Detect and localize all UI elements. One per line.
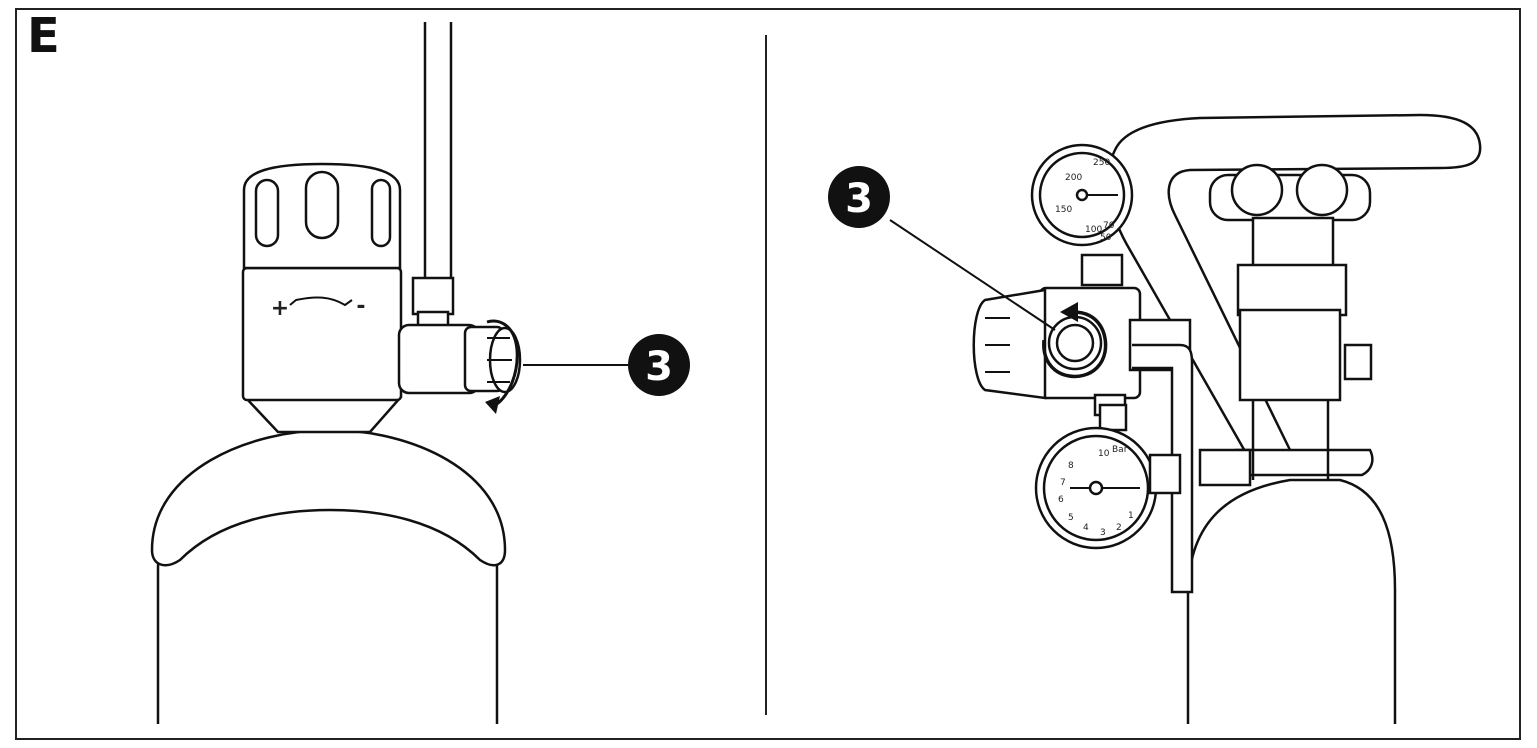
callout-number-right: 3 xyxy=(845,176,873,222)
left-view xyxy=(150,22,628,724)
adjust-minus-label: - xyxy=(356,294,365,319)
svg-text:100: 100 xyxy=(1085,225,1102,235)
rotate-arrow-icon xyxy=(1042,302,1108,379)
svg-text:150: 150 xyxy=(1055,205,1072,215)
regulator-neck xyxy=(243,396,403,434)
svg-text:200: 200 xyxy=(1065,173,1082,183)
callout-badge-left xyxy=(628,334,690,396)
svg-text:1: 1 xyxy=(1128,511,1134,521)
svg-text:5: 5 xyxy=(1068,513,1074,523)
svg-text:10: 10 xyxy=(1098,449,1110,459)
svg-text:Bar: Bar xyxy=(1112,445,1128,455)
outlet-valve xyxy=(397,323,522,395)
right-view: 50 70 100 150 200 250 xyxy=(889,113,1482,724)
svg-text:50: 50 xyxy=(1100,233,1112,243)
hose-fitting xyxy=(411,276,455,328)
low-gauge-ticks: 1 2 3 4 5 6 7 8 10 Bar xyxy=(1058,445,1134,538)
high-gauge-ticks: 50 70 100 150 200 250 xyxy=(1055,158,1115,243)
adjuster-screw xyxy=(1047,315,1103,371)
callout-badge-right xyxy=(828,166,890,228)
svg-text:7: 7 xyxy=(1060,478,1066,488)
high-pressure-gauge xyxy=(1030,143,1134,287)
pressure-regulator xyxy=(241,162,403,402)
co2-bottle xyxy=(150,428,507,724)
adjust-plus-label: + xyxy=(271,296,289,321)
callout-number-left: 3 xyxy=(645,344,673,390)
rotate-arrow-icon xyxy=(485,319,519,414)
svg-text:8: 8 xyxy=(1068,461,1074,471)
panel-label: E xyxy=(27,8,60,64)
cylinder-valve xyxy=(1208,163,1373,480)
svg-text:6: 6 xyxy=(1058,495,1064,505)
svg-text:3: 3 xyxy=(1100,528,1106,538)
hose xyxy=(423,22,453,280)
svg-text:250: 250 xyxy=(1093,158,1110,168)
svg-text:70: 70 xyxy=(1103,221,1115,231)
callout-leader xyxy=(889,219,1056,331)
svg-text:4: 4 xyxy=(1083,523,1089,533)
co2-cylinder xyxy=(1186,478,1397,724)
low-pressure-gauge xyxy=(1034,403,1252,550)
svg-text:2: 2 xyxy=(1116,523,1122,533)
